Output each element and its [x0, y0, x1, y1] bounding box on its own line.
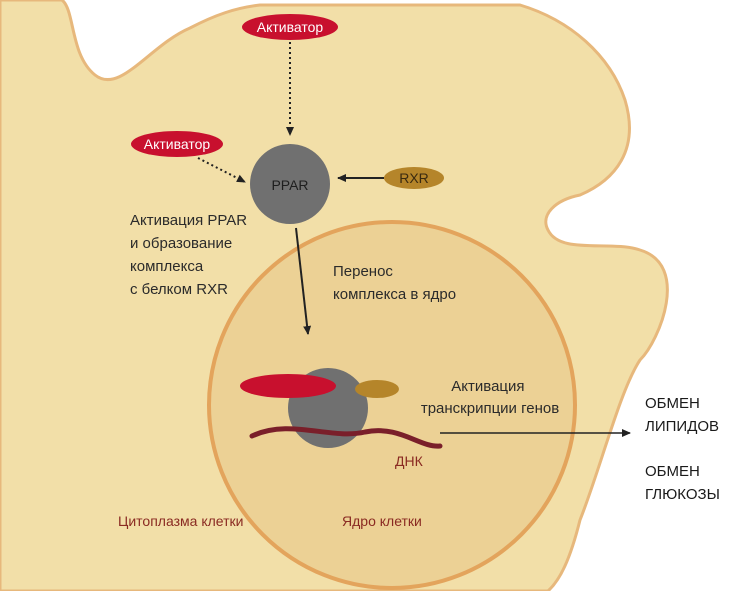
ppar-circle	[250, 144, 330, 224]
activation-text: Активация PPAR и образование комплекса с…	[130, 212, 251, 298]
rxr-label: RXR	[399, 170, 429, 186]
transfer-text: Перенос комплекса в ядро	[333, 263, 456, 303]
activator-left-shape	[131, 131, 223, 157]
transfer-arrow	[295, 227, 312, 335]
activator-complex-shape	[240, 374, 336, 398]
output-lipids: ОБМЕН ЛИПИДОВ	[645, 395, 719, 435]
nucleus-label: Ядро клетки	[342, 513, 422, 529]
dna-strand	[249, 426, 443, 449]
cytoplasm-label: Цитоплазма клетки	[118, 513, 243, 529]
activator-left-label: Активатор	[144, 136, 211, 152]
output-glucose: ОБМЕН ГЛЮКОЗЫ	[645, 463, 720, 503]
rxr-complex-shape	[355, 380, 399, 398]
activator-left-arrow	[197, 157, 246, 183]
nucleus	[207, 220, 577, 590]
ppar-label: PPAR	[271, 177, 308, 193]
activator-top-label: Активатор	[257, 19, 324, 35]
rxr-shape	[384, 167, 444, 189]
transcription-text: Активация транскрипции генов	[421, 378, 559, 417]
activator-top-shape	[242, 14, 338, 40]
dna-label: ДНК	[395, 453, 424, 469]
